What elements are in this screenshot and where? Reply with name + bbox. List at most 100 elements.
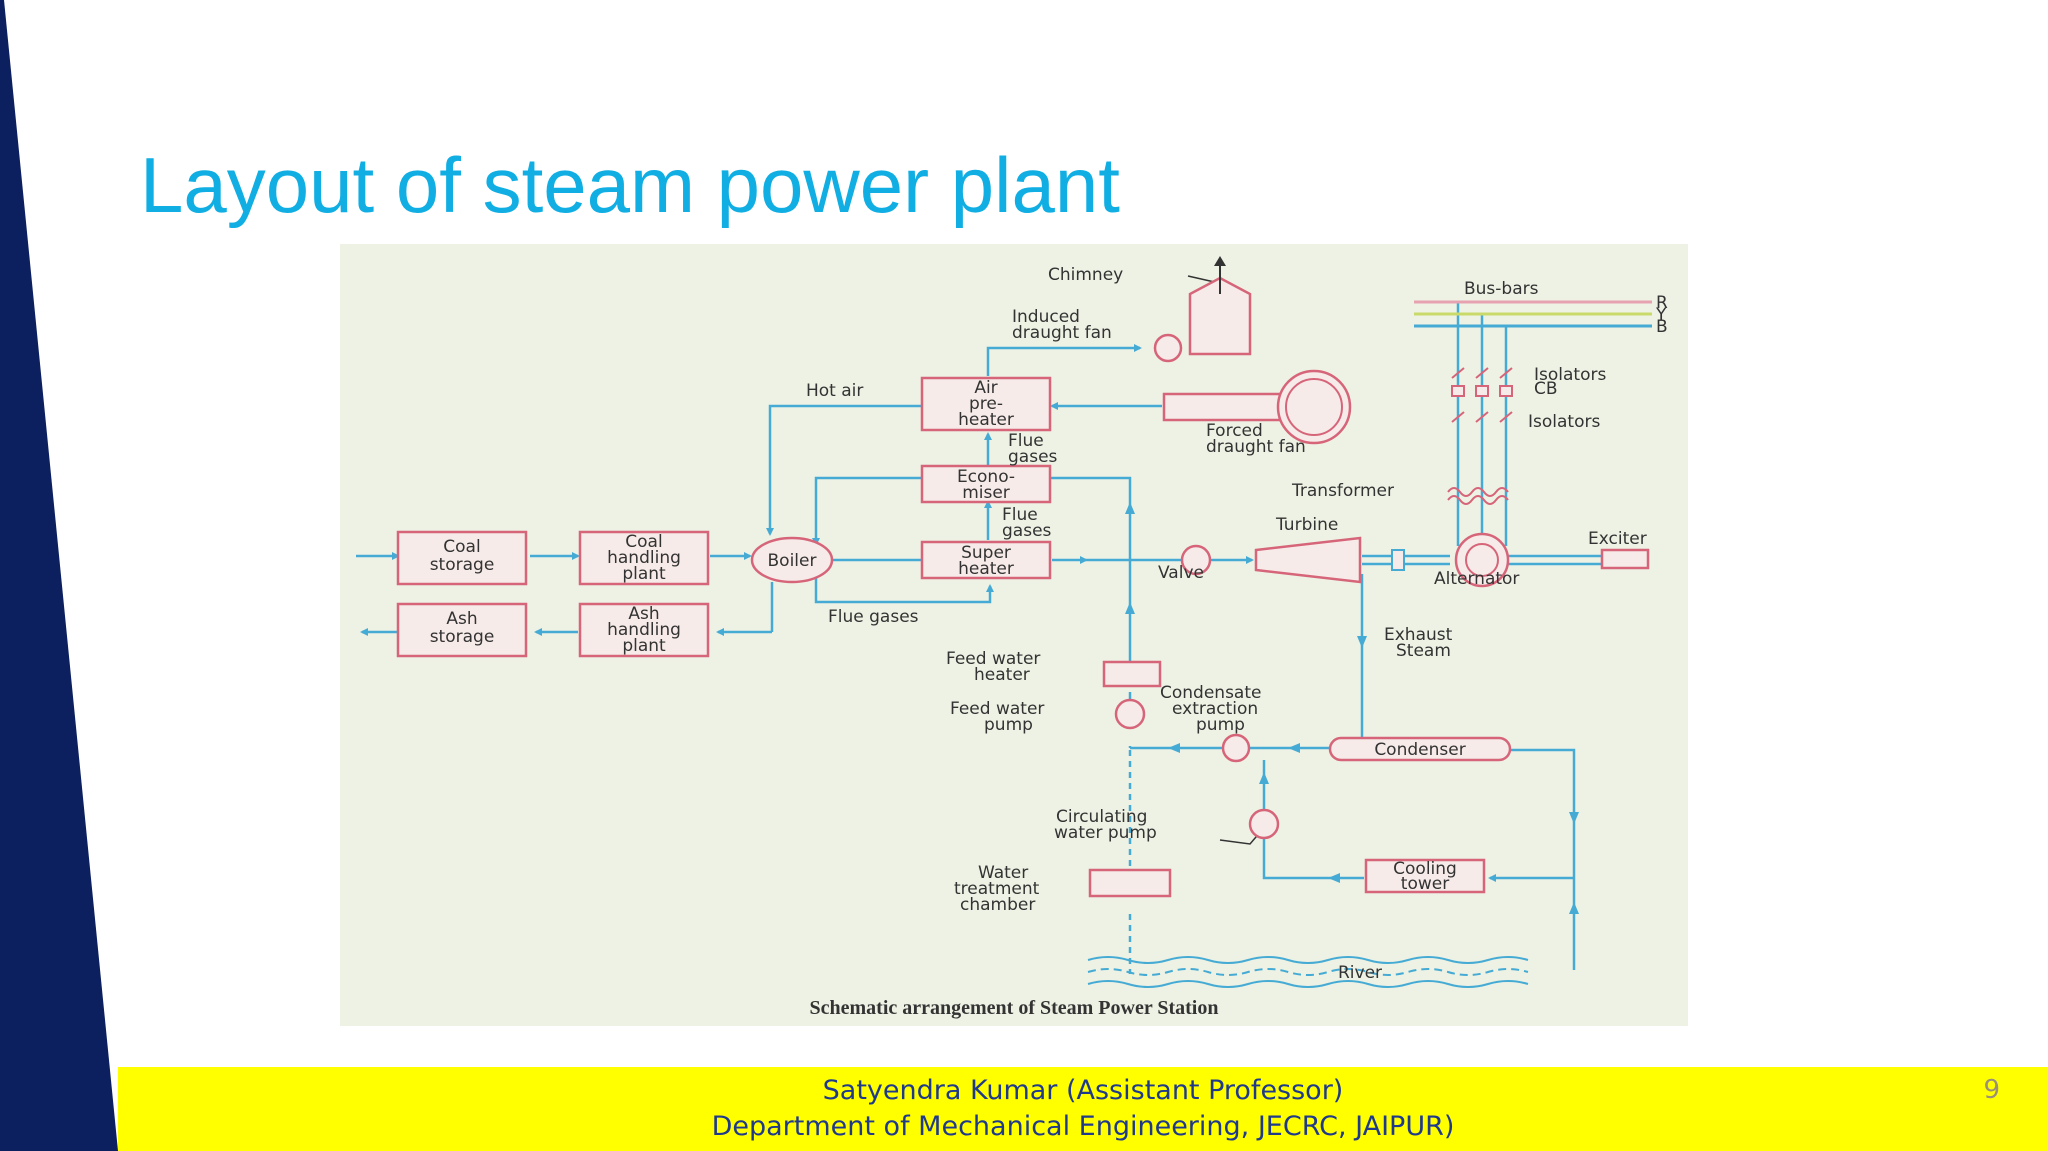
flue-gases-label-top-1: Flue (1008, 431, 1044, 451)
isolators-label-top: Isolators (1534, 365, 1606, 385)
condensate-pump-label-2: extraction (1172, 699, 1258, 719)
condenser: Condenser (1328, 736, 1512, 762)
induced-fan-label-1: Induced (1012, 307, 1080, 327)
condenser-to-cooling-line (1510, 748, 1576, 970)
cool-arrow-4 (1259, 772, 1269, 784)
exciter-label: Exciter (1588, 529, 1647, 549)
svg-text:miser: miser (962, 483, 1010, 503)
svg-text:tower: tower (1401, 874, 1449, 894)
exhaust-steam-label-1: Exhaust (1384, 625, 1453, 645)
condensate-extraction-pump (1221, 733, 1251, 763)
circulating-water-pump (1248, 808, 1280, 840)
chimney-label: Chimney (1048, 265, 1123, 285)
exhaust-steam-label-2: Steam (1396, 641, 1451, 661)
valve-label: Valve (1158, 563, 1204, 583)
svg-text:Boiler: Boiler (768, 551, 817, 571)
left-accent-bar (0, 0, 118, 1151)
river: River (1087, 956, 1529, 988)
svg-text:heater: heater (958, 559, 1014, 579)
svg-text:pre-: pre- (969, 394, 1003, 414)
condensate-pump-label-3: pump (1196, 715, 1245, 735)
ash-handling-plant-box: Ash handling plant (578, 602, 710, 658)
flue-gases-bottom-line (814, 572, 994, 604)
chimney (1188, 256, 1252, 356)
ash-storage-box: Ash storage (396, 602, 528, 658)
diagram-caption: Schematic arrangement of Steam Power Sta… (810, 997, 1219, 1019)
flue-gases-label-mid-2: gases (1002, 521, 1052, 541)
svg-text:heater: heater (958, 410, 1014, 430)
water-treatment-label-1: Water (978, 863, 1028, 883)
air-preheater-box: Air pre- heater (920, 376, 1052, 432)
feed-arrow-2 (1125, 602, 1135, 614)
flue-gases-label-bottom: Flue gases (828, 607, 919, 627)
svg-text:handling: handling (607, 548, 681, 568)
exhaust-arrow (1357, 636, 1367, 648)
cb-label: CB (1534, 379, 1558, 399)
cond-arrow-2 (1288, 743, 1300, 753)
water-treatment-label-2: treatment (954, 879, 1040, 899)
feed-water-riser (1050, 476, 1132, 662)
economiser-feed-loop (812, 476, 922, 546)
feed-water-pump (1114, 698, 1146, 730)
phase-y-label: Y (1655, 305, 1667, 325)
forced-draught-fan (1162, 369, 1352, 445)
induced-fan-label-2: draught fan (1012, 323, 1112, 343)
alternator (1454, 532, 1510, 588)
bus-bars-label: Bus-bars (1464, 279, 1539, 299)
phase-r-label: R (1656, 293, 1668, 313)
coal-storage-box: Coal storage (396, 530, 528, 586)
economiser-box: Econo- miser (920, 464, 1052, 504)
svg-text:plant: plant (622, 564, 666, 584)
footer-department: Department of Mechanical Engineering, JE… (711, 1111, 1455, 1142)
forced-fan-label-2: draught fan (1206, 437, 1306, 457)
coal-handling-plant-box: Coal handling plant (578, 530, 710, 586)
svg-text:Super: Super (961, 543, 1011, 563)
hot-air-line (766, 404, 922, 536)
condensate-pump-label-1: Condensate (1160, 683, 1261, 703)
cool-arrow-2 (1569, 902, 1579, 914)
svg-text:storage: storage (430, 627, 495, 647)
svg-text:plant: plant (622, 636, 666, 656)
isolators-cb (1451, 367, 1513, 423)
alternator-label: Alternator (1434, 569, 1519, 589)
feed-water-heater-label-2: heater (974, 665, 1030, 685)
footer-bar: Satyendra Kumar (Assistant Professor) De… (118, 1067, 2048, 1151)
svg-text:handling: handling (607, 620, 681, 640)
flue-gases-label-mid-1: Flue (1002, 505, 1038, 525)
forced-fan-label-1: Forced (1206, 421, 1263, 441)
cond-arrow-1 (1168, 743, 1180, 753)
feed-water-pump-label-1: Feed water (950, 699, 1044, 719)
page-number: 9 (1983, 1075, 2000, 1105)
coupling (1391, 549, 1405, 571)
induced-draught-line (986, 344, 1142, 376)
induced-draught-fan (1153, 333, 1183, 363)
exciter (1600, 548, 1650, 570)
feed-arrow-1 (1125, 502, 1135, 514)
steam-plant-schematic: Coal storage Coal handling plant Ash sto… (340, 244, 1688, 1026)
boiler: Boiler (750, 536, 834, 584)
svg-text:Ash: Ash (446, 609, 477, 629)
water-treatment-chamber (1088, 868, 1172, 898)
transformer (1447, 487, 1509, 505)
svg-text:Cooling: Cooling (1393, 859, 1457, 879)
feed-water-heater-label-1: Feed water (946, 649, 1040, 669)
cool-arrow-1 (1569, 812, 1579, 824)
svg-text:Condenser: Condenser (1374, 740, 1465, 760)
circulating-pump-label-1: Circulating (1056, 807, 1147, 827)
flue-gases-label-top-2: gases (1008, 447, 1058, 467)
svg-text:Coal: Coal (443, 537, 480, 557)
svg-text:Air: Air (974, 378, 997, 398)
svg-text:storage: storage (430, 555, 495, 575)
svg-text:River: River (1338, 963, 1382, 983)
svg-text:Econo-: Econo- (957, 467, 1015, 487)
svg-text:Coal: Coal (625, 532, 662, 552)
feed-water-pump-label-2: pump (984, 715, 1033, 735)
valve (1180, 544, 1212, 576)
hot-air-label: Hot air (806, 381, 863, 401)
cool-arrow-3 (1328, 873, 1340, 883)
cooling-to-pump-line (1262, 832, 1364, 880)
transformer-label: Transformer (1291, 481, 1394, 501)
feed-water-heater (1102, 660, 1162, 688)
circulating-pump-label-2: water pump (1054, 823, 1157, 843)
turbine-label: Turbine (1275, 515, 1338, 535)
